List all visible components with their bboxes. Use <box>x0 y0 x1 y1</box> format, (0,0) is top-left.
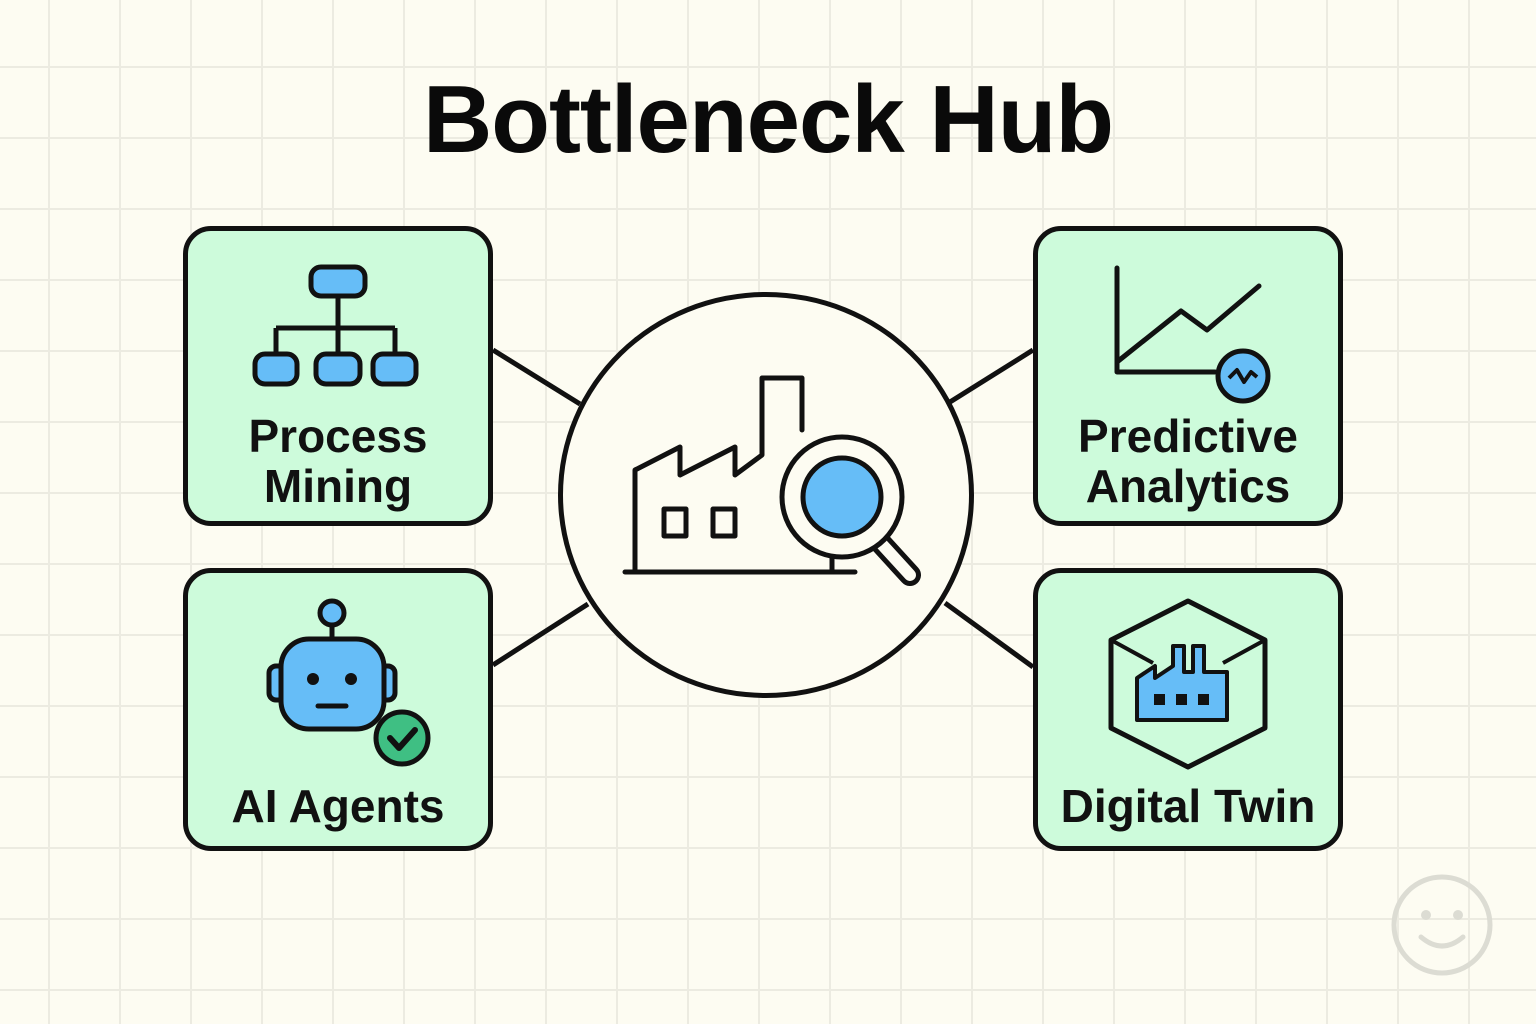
smiley-icon <box>1391 874 1493 976</box>
card-label-line1: Process <box>248 410 428 462</box>
card-process-mining[interactable]: Process Mining <box>183 226 493 526</box>
card-label-line2: Mining <box>263 460 413 512</box>
card-label: Digital Twin <box>1060 780 1316 832</box>
card-predictive-analytics[interactable]: Predictive Analytics <box>1033 226 1343 526</box>
hub-circle[interactable] <box>558 292 974 698</box>
robot-check-icon <box>266 598 431 767</box>
connector-predictive-analytics <box>948 347 1035 405</box>
factory-magnifier-icon <box>622 375 921 586</box>
card-label-line2: Analytics <box>1085 460 1291 512</box>
card-label: AI Agents <box>231 780 445 832</box>
card-digital-twin[interactable]: Digital Twin <box>1033 568 1343 851</box>
factory-hexagon-icon <box>1108 598 1268 770</box>
page-title: Bottleneck Hub <box>422 66 1114 173</box>
line-chart-icon <box>1114 265 1271 404</box>
org-chart-icon <box>252 264 419 387</box>
card-ai-agents[interactable]: AI Agents <box>183 568 493 851</box>
connector-digital-twin <box>943 600 1035 670</box>
connector-process-mining <box>491 347 582 407</box>
card-label-line1: Predictive <box>1078 410 1298 462</box>
connector-ai-agents <box>491 601 590 668</box>
